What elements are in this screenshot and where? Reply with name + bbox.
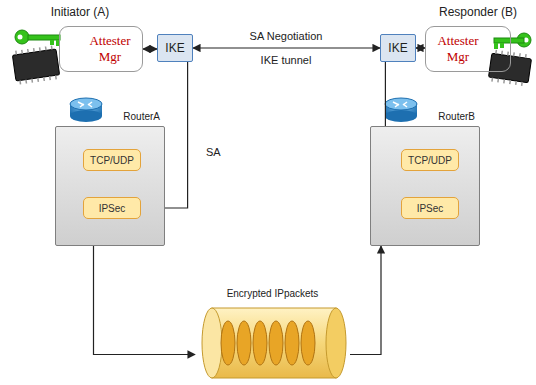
- packet-pipe: [202, 308, 346, 378]
- node-text: Attester Mgr: [82, 33, 138, 65]
- attester-box: Attester Mgr: [59, 26, 143, 72]
- node-text: IKE: [388, 41, 407, 55]
- connector: [193, 47, 380, 48]
- packet-pipe-node: Encrypted IPpackets: [195, 288, 350, 383]
- node-text: RouterB: [438, 111, 475, 122]
- connector: [94, 246, 196, 355]
- node-text: RouterA: [123, 111, 160, 122]
- node-text: IPSec: [417, 203, 444, 214]
- key-icon: [494, 33, 531, 49]
- edge-label: SA Negotiation: [248, 30, 325, 42]
- ike-box: IKE: [380, 34, 416, 62]
- node-text: Attester Mgr: [430, 33, 486, 65]
- role-heading: Initiator (A): [49, 5, 112, 19]
- chip-icon: [12, 46, 59, 85]
- protocol-box: TCP/UDP: [401, 149, 459, 171]
- node-text: TCP/UDP: [408, 155, 452, 166]
- connector: [416, 47, 425, 48]
- router-box: RouterBTCP/UDPIPSec: [370, 126, 480, 246]
- node-text: TCP/UDP: [90, 155, 134, 166]
- router-icon: [70, 98, 102, 122]
- protocol-box: TCP/UDP: [83, 149, 141, 171]
- role-heading: Responder (B): [437, 5, 519, 19]
- edge-label: SA: [204, 146, 223, 158]
- node-text: Encrypted IPpackets: [195, 288, 350, 299]
- node-text: IPSec: [99, 203, 126, 214]
- router-icon: [385, 98, 417, 122]
- protocol-box: IPSec: [83, 197, 141, 219]
- key-icon: [15, 30, 60, 46]
- ike-box: IKE: [157, 34, 193, 62]
- node-text: IKE: [165, 41, 184, 55]
- connector: [143, 48, 157, 49]
- protocol-box: IPSec: [401, 197, 459, 219]
- tunnel-label: IKE tunnel: [259, 54, 314, 66]
- attester-box: Attester Mgr: [425, 26, 511, 72]
- connector: [350, 246, 381, 355]
- router-box: RouterATCP/UDPIPSec: [55, 126, 165, 246]
